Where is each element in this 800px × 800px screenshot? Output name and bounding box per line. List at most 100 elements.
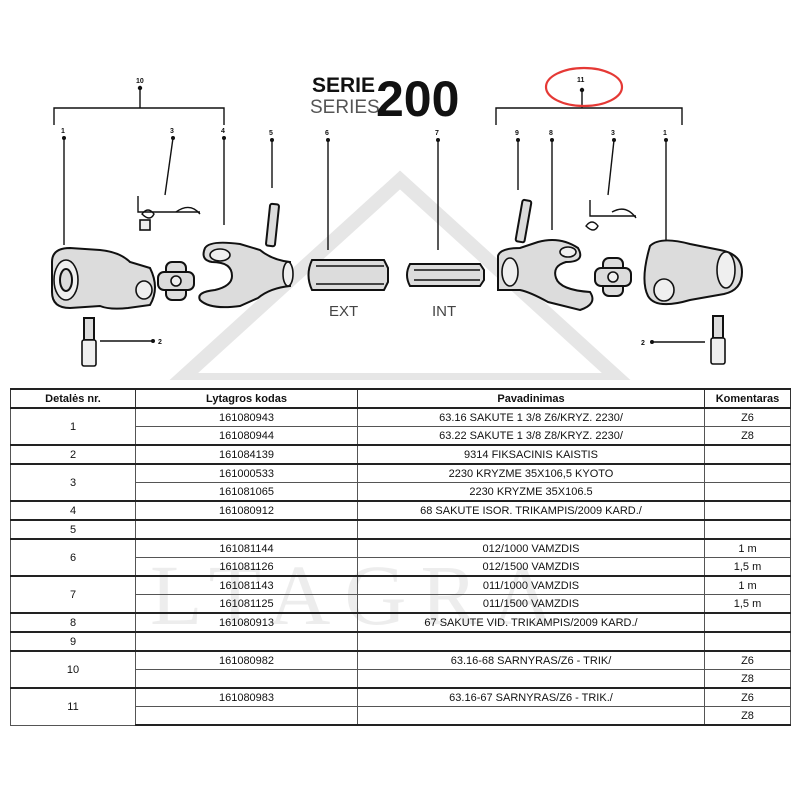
comment-cell: Z8 xyxy=(704,706,791,726)
callout-1-left: 1 xyxy=(61,128,65,135)
header-detail-nr: Detalės nr. xyxy=(10,388,136,409)
comment-cell xyxy=(704,482,791,502)
comment-cell: 1 m xyxy=(704,575,791,595)
highlight-circle-11 xyxy=(544,66,624,108)
locking-pin-2-right xyxy=(710,315,726,365)
right-yoke-1 xyxy=(643,239,744,306)
code-cell: 161081125 xyxy=(135,594,358,614)
name-cell xyxy=(357,519,705,540)
external-tube-6 xyxy=(307,259,389,291)
name-cell xyxy=(357,631,705,652)
comment-cell: Z8 xyxy=(704,669,791,689)
name-cell: 63.16-68 SARNYRAS/Z6 - TRIK/ xyxy=(357,650,705,670)
comment-cell: Z8 xyxy=(704,426,791,446)
pin-5 xyxy=(265,202,280,248)
locking-pin-2-left xyxy=(81,317,97,367)
comment-cell xyxy=(704,500,791,521)
internal-tube-7 xyxy=(406,263,485,287)
table-row: 5 xyxy=(10,519,791,540)
header-comment: Komentaras xyxy=(704,388,791,409)
callout-5: 5 xyxy=(269,130,273,137)
code-cell: 161000533 xyxy=(135,463,358,483)
name-cell: 9314 FIKSACINIS KAISTIS xyxy=(357,444,705,465)
table-row: Z8 xyxy=(11,669,791,689)
code-cell: 161081065 xyxy=(135,482,358,502)
callout-8: 8 xyxy=(549,130,553,137)
exploded-diagram: SERIE SERIES 200 10 11 1 3 4 5 6 7 9 8 3… xyxy=(51,66,744,380)
inner-yoke-4 xyxy=(198,241,294,309)
name-cell: 2230 KRYZME 35X106,5 KYOTO xyxy=(357,463,705,483)
comment-cell: Z6 xyxy=(704,650,791,670)
code-cell: 161081144 xyxy=(135,538,358,558)
table-header-row: Detalės nr. Lytagros kodas Pavadinimas K… xyxy=(10,388,791,409)
comment-cell xyxy=(704,612,791,633)
header-name: Pavadinimas xyxy=(357,388,705,409)
comment-cell: Z6 xyxy=(704,407,791,427)
callout-4: 4 xyxy=(221,128,225,135)
inner-yoke-8 xyxy=(497,239,594,312)
callout-3-right: 3 xyxy=(611,130,615,137)
code-cell xyxy=(135,669,358,689)
title-series: SERIES xyxy=(310,97,380,118)
name-cell: 63.16-67 SARNYRAS/Z6 - TRIK./ xyxy=(357,687,705,707)
detail-number-cell: 5 xyxy=(10,519,136,540)
comment-cell: 1,5 m xyxy=(704,557,791,577)
detail-number-cell: 3 xyxy=(10,463,136,502)
title-number: 200 xyxy=(376,71,459,127)
callout-3-left: 3 xyxy=(170,128,174,135)
pin-9 xyxy=(514,198,533,244)
title-serie: SERIE xyxy=(312,74,375,97)
detail-number-cell: 7 xyxy=(10,575,136,614)
name-cell: 63.16 SAKUTE 1 3/8 Z6/KRYZ. 2230/ xyxy=(357,407,705,427)
code-cell: 161080943 xyxy=(135,407,358,427)
header-code: Lytagros kodas xyxy=(135,388,358,409)
detail-number-cell: 1 xyxy=(10,407,136,446)
code-cell: 161080912 xyxy=(135,500,358,521)
callout-11: 11 xyxy=(577,77,585,84)
detail-number-cell: 11 xyxy=(10,687,136,726)
detail-number-cell: 9 xyxy=(10,631,136,652)
code-cell: 161084139 xyxy=(135,444,358,465)
callout-6: 6 xyxy=(325,130,329,137)
left-cross-3 xyxy=(137,196,201,301)
comment-cell xyxy=(704,519,791,540)
table-row: 9 xyxy=(10,631,791,652)
callout-10: 10 xyxy=(136,78,144,85)
callout-7: 7 xyxy=(435,130,439,137)
code-cell: 161080944 xyxy=(135,426,358,446)
comment-cell: Z6 xyxy=(704,687,791,707)
parts-table: Detalės nr. Lytagros kodas Pavadinimas K… xyxy=(10,388,791,726)
comment-cell: 1,5 m xyxy=(704,594,791,614)
name-cell: 2230 KRYZME 35X106.5 xyxy=(357,482,705,502)
name-cell: 68 SAKUTE ISOR. TRIKAMPIS/2009 KARD./ xyxy=(357,500,705,521)
name-cell: 012/1500 VAMZDIS xyxy=(357,557,705,577)
comment-cell xyxy=(704,444,791,465)
code-cell xyxy=(135,519,358,540)
detail-number-cell: 2 xyxy=(10,444,136,465)
name-cell: 011/1000 VAMZDIS xyxy=(357,575,705,595)
code-cell: 161080982 xyxy=(135,650,358,670)
detail-number-cell: 8 xyxy=(10,612,136,633)
callout-2-left: 2 xyxy=(158,339,162,346)
name-cell xyxy=(357,706,705,726)
name-cell: 012/1000 VAMZDIS xyxy=(357,538,705,558)
tube-label-int: INT xyxy=(432,303,456,320)
code-cell: 161080983 xyxy=(135,687,358,707)
code-cell: 161081126 xyxy=(135,557,358,577)
tube-label-ext: EXT xyxy=(329,303,358,320)
name-cell: 63.22 SAKUTE 1 3/8 Z8/KRYZ. 2230/ xyxy=(357,426,705,446)
detail-number-cell: 6 xyxy=(10,538,136,577)
table-row: Z8 xyxy=(11,706,791,726)
detail-number-cell: 4 xyxy=(10,500,136,521)
